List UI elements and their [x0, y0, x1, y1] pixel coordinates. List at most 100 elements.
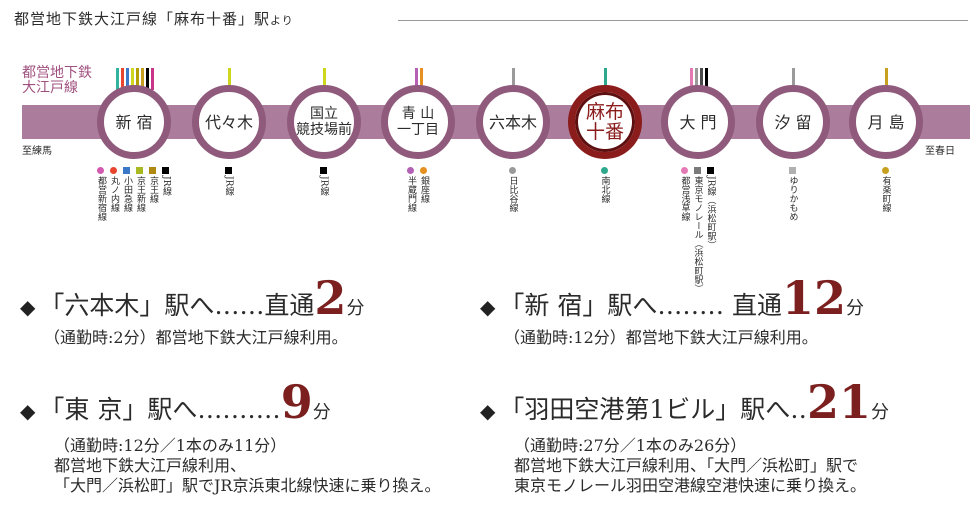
transfer-list: ゆりかもめ — [787, 167, 798, 221]
transfer-stub — [792, 68, 795, 90]
station-name: 六本木 — [488, 112, 537, 132]
header-title: 都営地下鉄大江戸線「麻布十番」駅 — [14, 10, 271, 28]
route-destination: 「羽田空港第1ビル」駅へ‥ — [499, 395, 807, 424]
transfer-stub — [130, 68, 134, 90]
station-name: 月 島 — [867, 112, 905, 132]
route-note: （通勤時:2分）都営地下鉄大江戸線利用。 — [44, 328, 348, 347]
line-marker-icon — [680, 167, 688, 174]
station-name: 青 山 一丁目 — [397, 106, 439, 138]
line-marker-icon — [693, 167, 701, 174]
station: 汐 留 — [756, 85, 830, 159]
route-minutes: 2 — [314, 271, 347, 325]
transfer-item: 小田急線 — [121, 167, 132, 221]
route-destination: 「東 京」駅へ‥‥‥‥‥ — [39, 395, 281, 424]
line-marker-icon — [881, 167, 889, 174]
line-marker-icon — [123, 167, 130, 174]
transfer-stub — [135, 68, 139, 90]
route-minutes: 21 — [806, 375, 871, 429]
transfer-list: 有楽町線 — [880, 167, 891, 212]
station: 代々木 — [192, 85, 266, 159]
transfer-item: JR線 — [318, 167, 329, 195]
transfer-label: JR線 — [223, 176, 234, 196]
transfer-label: ゆりかもめ — [787, 176, 798, 221]
line-marker-icon — [162, 167, 169, 174]
station-name: 新 宿 — [115, 112, 153, 132]
transfer-label: 銀座線 — [419, 176, 429, 203]
transfer-label: 都営新宿線 — [96, 176, 106, 221]
line-marker-icon — [407, 167, 414, 174]
transfer-item: ゆりかもめ — [787, 167, 798, 221]
transfer-label: 丸ノ内線 — [109, 176, 119, 212]
transfer-stub — [115, 68, 119, 90]
transfer-stub — [512, 68, 515, 90]
line-marker-icon — [706, 167, 714, 174]
transfer-item: 有楽町線 — [880, 167, 891, 212]
header-rule — [398, 20, 968, 21]
line-marker-icon — [319, 167, 327, 174]
transfer-stub — [885, 68, 888, 90]
transfer-list: 半蔵門線銀座線 — [405, 167, 429, 212]
header-suffix: より — [270, 14, 294, 27]
route-unit: 分 — [346, 298, 365, 319]
transfer-label: JR線 — [318, 176, 329, 196]
transfer-item: 都営新宿線 — [95, 167, 106, 221]
route-roppongi: ◆「六本木」駅へ‥‥‥直通2分 （通勤時:2分）都営地下鉄大江戸線利用。 — [20, 275, 365, 348]
route-note-line3: 「大門／浜松町」駅でJR京浜東北線快速に乗り換え。 — [54, 476, 441, 495]
route-note: （通勤時:12分／1本のみ11分） — [54, 436, 287, 455]
transfer-stub — [140, 68, 144, 90]
route-note-line2: 都営地下鉄大江戸線利用、 — [54, 456, 247, 475]
line-marker-icon — [97, 167, 104, 174]
transfer-stub — [125, 68, 129, 90]
transfer-label: 半蔵門線 — [406, 176, 416, 212]
diamond-icon: ◆ — [480, 399, 496, 423]
transfer-stub — [704, 68, 708, 90]
line-marker-icon — [136, 167, 143, 174]
transfer-label: 南北線 — [599, 176, 610, 203]
line-marker-icon — [788, 167, 796, 174]
transfer-item: 日比谷線 — [507, 167, 518, 212]
line-marker-icon — [508, 167, 516, 174]
station: 青 山 一丁目 — [381, 85, 455, 159]
station-name: 国立 競技場前 — [296, 106, 352, 138]
transfer-item: JR線（浜松町駅） — [705, 167, 716, 293]
transfer-stub — [419, 68, 423, 90]
station: 新 宿 — [97, 85, 171, 159]
transfer-list: JR線 — [223, 167, 234, 195]
transfer-stub — [689, 68, 693, 90]
transfer-list: 都営浅草線東京モノレール（浜松町駅）JR線（浜松町駅） — [679, 167, 716, 293]
route-note: （通勤時:27分／1本のみ26分） — [514, 436, 747, 455]
line-marker-icon — [224, 167, 232, 174]
station: 大 門 — [661, 85, 735, 159]
route-tokyo: ◆「東 京」駅へ‥‥‥‥‥9分 （通勤時:12分／1本のみ11分） 都営地下鉄大… — [20, 379, 441, 496]
line-marker-icon — [420, 167, 427, 174]
transfer-label: 都営浅草線 — [679, 176, 690, 221]
route-unit: 分 — [312, 402, 331, 423]
station-name: 代々木 — [204, 112, 253, 132]
route-minutes: 9 — [280, 375, 313, 429]
line-name: 都営地下鉄 大江戸線 — [22, 65, 92, 96]
transfer-item: 南北線 — [599, 167, 610, 203]
diamond-icon: ◆ — [480, 295, 496, 319]
route-note: （通勤時:12分）都営地下鉄大江戸線利用。 — [504, 328, 818, 347]
transfer-label: 小田急線 — [122, 176, 132, 212]
transfer-stub — [699, 68, 703, 90]
route-unit: 分 — [871, 402, 889, 423]
line-marker-icon — [149, 167, 156, 174]
transfer-label: 日比谷線 — [507, 176, 518, 212]
transfer-stub — [604, 68, 607, 90]
transfer-label: 京王新線 — [135, 176, 145, 212]
transfer-label: JR線 — [161, 176, 171, 196]
page-header: 都営地下鉄大江戸線「麻布十番」駅より — [14, 8, 294, 29]
transfer-stub — [150, 68, 154, 90]
station: 月 島 — [849, 85, 923, 159]
route-note-line3: 東京モノレール羽田空港線空港快速に乗り換え。 — [514, 476, 867, 495]
terminus-right: 至春日 — [925, 146, 955, 157]
transfer-list: 日比谷線 — [507, 167, 518, 212]
route-haneda: ◆「羽田空港第1ビル」駅へ‥21分 （通勤時:27分／1本のみ26分） 都営地下… — [480, 379, 889, 496]
transfer-stub — [694, 68, 698, 90]
transfer-item: 東京モノレール（浜松町駅） — [692, 167, 703, 293]
transfer-label: JR線（浜松町駅） — [705, 176, 716, 250]
line-marker-icon — [600, 167, 608, 174]
transfer-label: 東京モノレール（浜松町駅） — [692, 176, 703, 293]
